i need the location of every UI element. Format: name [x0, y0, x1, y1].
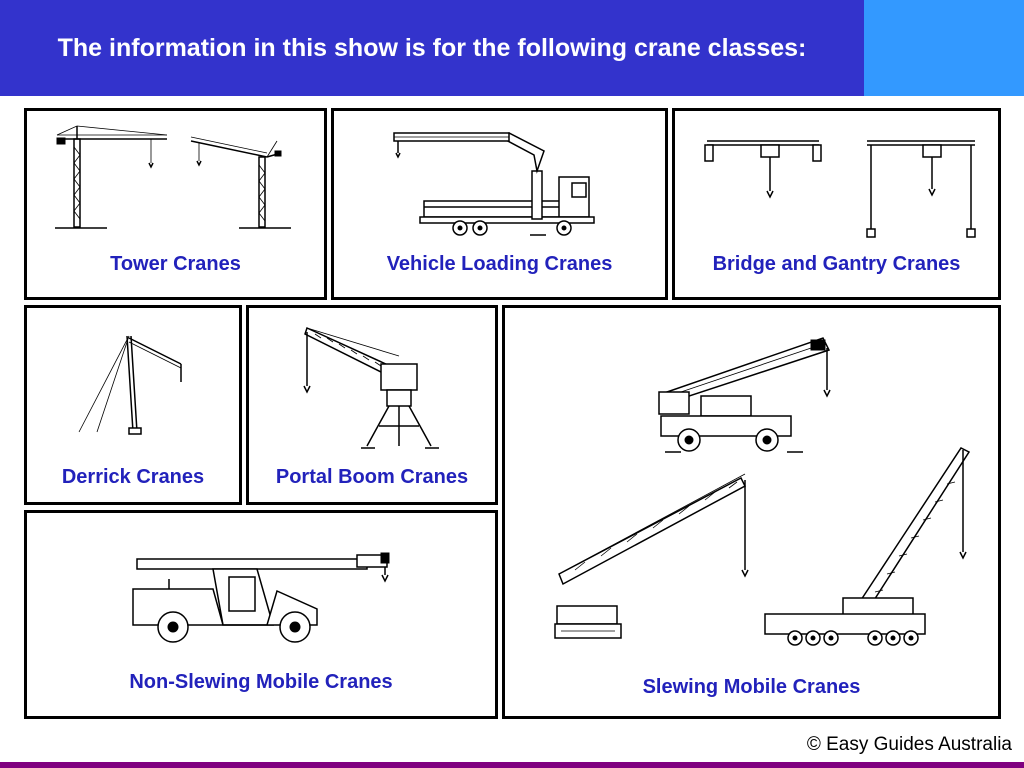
header-accent-block — [864, 0, 1024, 96]
caption-derrick-cranes: Derrick Cranes — [61, 466, 205, 488]
panel-slewing-mobile-cranes: Slewing Mobile Cranes — [502, 305, 1001, 719]
caption-tower-cranes: Tower Cranes — [110, 253, 241, 275]
panel-tower-cranes: Tower Cranes — [24, 108, 327, 300]
panel-portal-boom-cranes: Portal Boom Cranes — [246, 305, 498, 505]
derrick-crane-illustration — [78, 335, 182, 435]
portal-boom-crane-illustration — [303, 326, 439, 449]
panel-derrick-cranes: Derrick Cranes — [24, 305, 242, 505]
caption-bridge-gantry-cranes: Bridge and Gantry Cranes — [712, 253, 961, 275]
panel-bridge-gantry-cranes: Bridge and Gantry Cranes — [672, 108, 1001, 300]
caption-slewing-mobile-cranes: Slewing Mobile Cranes — [642, 676, 861, 698]
non-slewing-crane-illustration — [132, 552, 390, 643]
copyright-text: © Easy Guides Australia — [806, 734, 1012, 755]
title-banner: The information in this show is for the … — [0, 0, 864, 96]
footer-divider — [0, 762, 1024, 768]
tower-crane-illustration — [55, 125, 291, 229]
caption-vehicle-loading-cranes: Vehicle Loading Cranes — [386, 253, 613, 275]
caption-portal-boom-cranes: Portal Boom Cranes — [275, 466, 469, 488]
page-title: The information in this show is for the … — [57, 34, 807, 62]
bridge-gantry-crane-illustration — [704, 140, 976, 238]
slewing-crane-illustration — [554, 337, 971, 646]
vehicle-loading-crane-illustration — [393, 132, 595, 236]
caption-non-slewing-mobile-cranes: Non-Slewing Mobile Cranes — [129, 671, 393, 693]
panel-vehicle-loading-cranes: Vehicle Loading Cranes — [331, 108, 668, 300]
panel-non-slewing-mobile-cranes: Non-Slewing Mobile Cranes — [24, 510, 498, 719]
